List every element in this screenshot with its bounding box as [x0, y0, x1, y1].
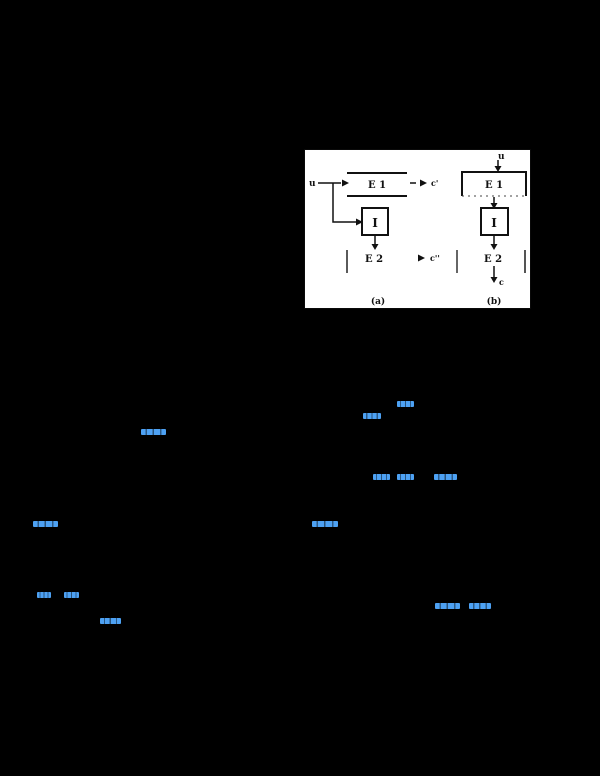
diagram-a-output2-label: c'' — [430, 253, 440, 263]
diagram-a-caption: (a) — [371, 296, 385, 307]
diagram-a-interleaver-box — [361, 207, 389, 236]
diagram-b-interleaver-box — [480, 207, 509, 236]
citation-link[interactable] — [397, 401, 414, 407]
citation-link[interactable] — [435, 603, 460, 609]
diagram-b-output-arrowhead-icon — [490, 277, 498, 283]
diagram-b-output-label: c — [499, 277, 504, 287]
diagram-b-interleaver-out-arrowhead-icon — [490, 244, 498, 250]
diagram-a-branch-line — [332, 183, 356, 223]
encoder-figure: u E 1 c' I E 2 — [305, 150, 530, 308]
citation-link[interactable] — [373, 474, 390, 480]
diagram-a-output2-arrowhead-icon — [418, 254, 425, 262]
diagram-b-caption: (b) — [487, 296, 502, 307]
diagram-b-interleaver-label: I — [491, 216, 497, 230]
citation-link[interactable] — [64, 592, 79, 598]
diagram-b-input-label: u — [498, 152, 505, 162]
diagram-b-encoder1-box — [461, 171, 527, 196]
diagram-a-interleaver-label: I — [372, 216, 378, 230]
diagram-a-input-arrowhead-icon — [342, 179, 349, 187]
encoder-diagram-svg: u E 1 c' I E 2 — [309, 152, 527, 307]
diagram-b-e1-out-arrowhead-icon — [490, 203, 498, 209]
citation-link[interactable] — [141, 429, 166, 435]
diagram-a-input-label: u — [309, 179, 316, 189]
diagram-b-input-arrowhead-icon — [494, 166, 502, 172]
diagram-b-encoder1-label: E 1 — [485, 180, 503, 191]
citation-link[interactable] — [397, 474, 414, 480]
citation-link[interactable] — [33, 521, 58, 527]
citation-link[interactable] — [434, 474, 457, 480]
diagram-a-interleaver-out-arrowhead-icon — [371, 244, 379, 250]
diagram-a-output1-label: c' — [431, 178, 438, 188]
citation-link[interactable] — [37, 592, 51, 598]
diagram-a-output1-arrowhead-icon — [420, 179, 427, 187]
diagram-b-encoder2-label: E 2 — [484, 254, 502, 265]
citation-link[interactable] — [469, 603, 491, 609]
diagram-a-encoder2-label: E 2 — [365, 254, 383, 265]
citation-link[interactable] — [312, 521, 338, 527]
diagram-a-branch-arrowhead-icon — [356, 218, 363, 226]
citation-link[interactable] — [100, 618, 121, 624]
citation-link[interactable] — [363, 413, 381, 419]
diagram-a-encoder1-label: E 1 — [368, 180, 386, 191]
